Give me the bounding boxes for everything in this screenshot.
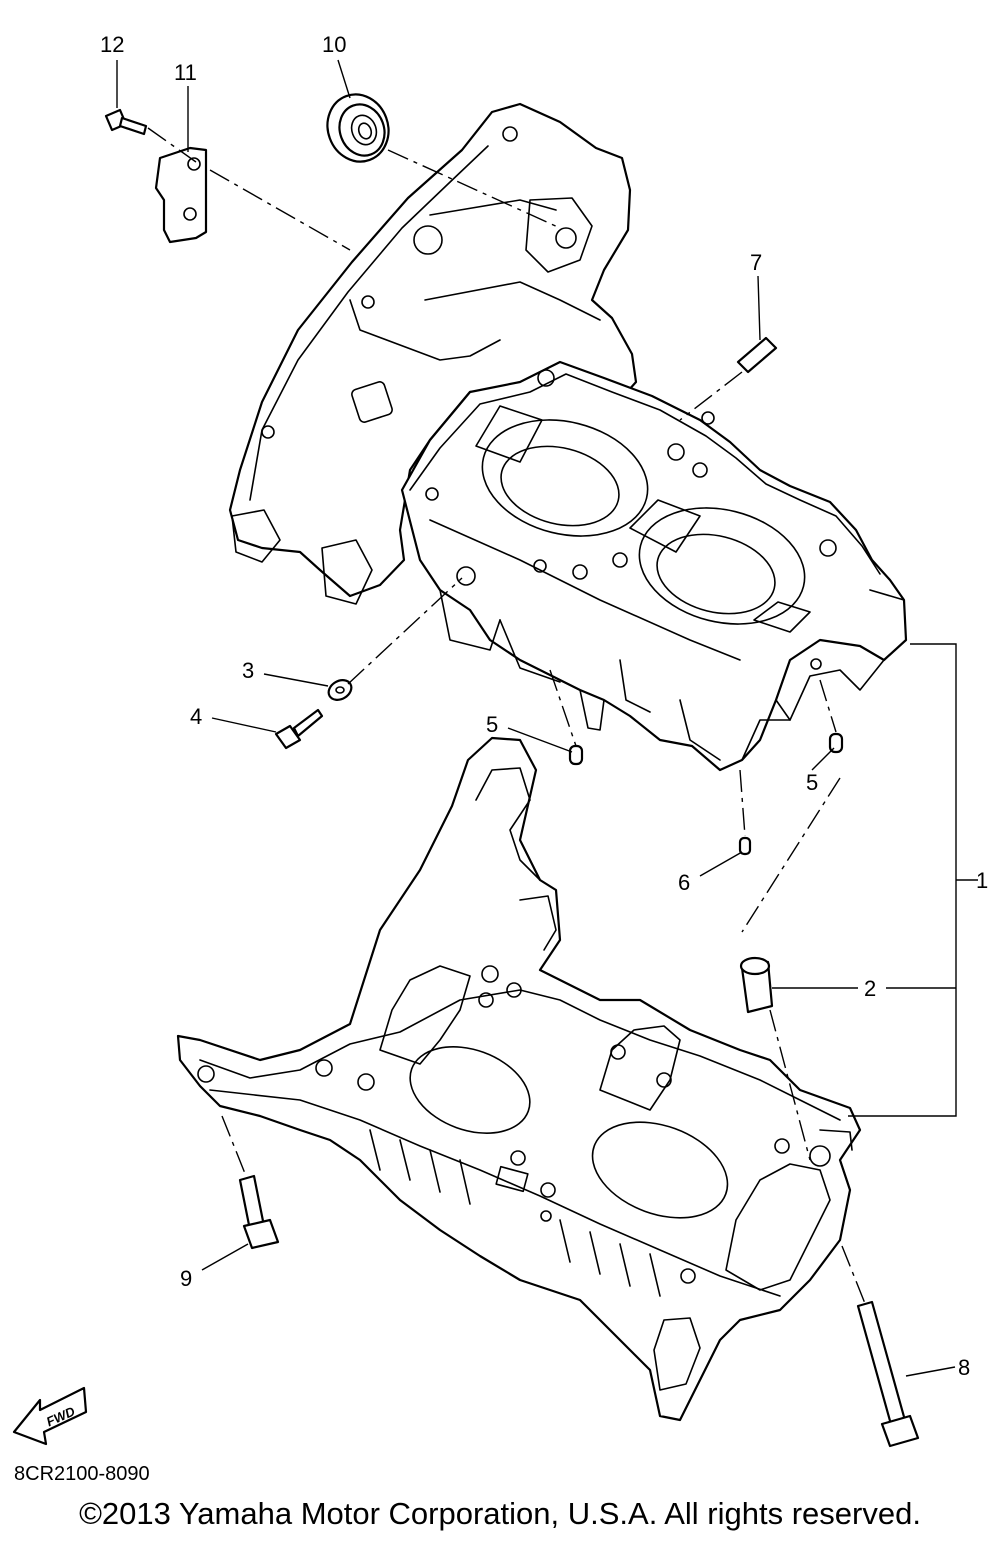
callout-5-left: 5 bbox=[486, 712, 498, 737]
small-bolt-12 bbox=[104, 108, 148, 136]
plug-2 bbox=[739, 956, 774, 1014]
callout-10: 10 bbox=[322, 32, 346, 57]
dowel-7 bbox=[736, 336, 778, 374]
callout-6: 6 bbox=[678, 870, 690, 895]
bolt-4 bbox=[274, 708, 324, 750]
dowel-pin-5b bbox=[828, 732, 844, 754]
callout-5-right: 5 bbox=[806, 770, 818, 795]
diagram-code: 8CR2100-8090 bbox=[14, 1463, 150, 1485]
callout-8: 8 bbox=[958, 1355, 970, 1380]
callout-9: 9 bbox=[180, 1266, 192, 1291]
callout-12: 12 bbox=[100, 32, 124, 57]
dowel-pin-6 bbox=[738, 836, 752, 856]
callout-11: 11 bbox=[174, 60, 197, 85]
callout-4: 4 bbox=[190, 704, 202, 729]
callout-3: 3 bbox=[242, 658, 254, 683]
washer-3 bbox=[327, 679, 353, 701]
lower-crankcase bbox=[176, 736, 862, 1422]
callout-1: 1 bbox=[976, 868, 988, 893]
bolt-9 bbox=[238, 1174, 280, 1250]
upper-crankcase bbox=[228, 102, 908, 772]
bolt-8 bbox=[856, 1300, 920, 1448]
fwd-arrow-icon: FWD bbox=[12, 1386, 88, 1446]
dowel-pin-5a bbox=[568, 744, 584, 766]
assembly-lines bbox=[147, 127, 867, 1307]
leader-lines bbox=[116, 59, 978, 1377]
bracket-plate-11 bbox=[154, 146, 208, 244]
copyright-notice: ©2013 Yamaha Motor Corporation, U.S.A. A… bbox=[79, 1496, 921, 1531]
callout-labels: 12 11 10 7 3 4 5 5 6 1 2 9 8 bbox=[100, 32, 988, 1380]
callout-7: 7 bbox=[750, 250, 762, 275]
oil-seal-10 bbox=[326, 93, 390, 163]
callout-2: 2 bbox=[864, 976, 876, 1001]
